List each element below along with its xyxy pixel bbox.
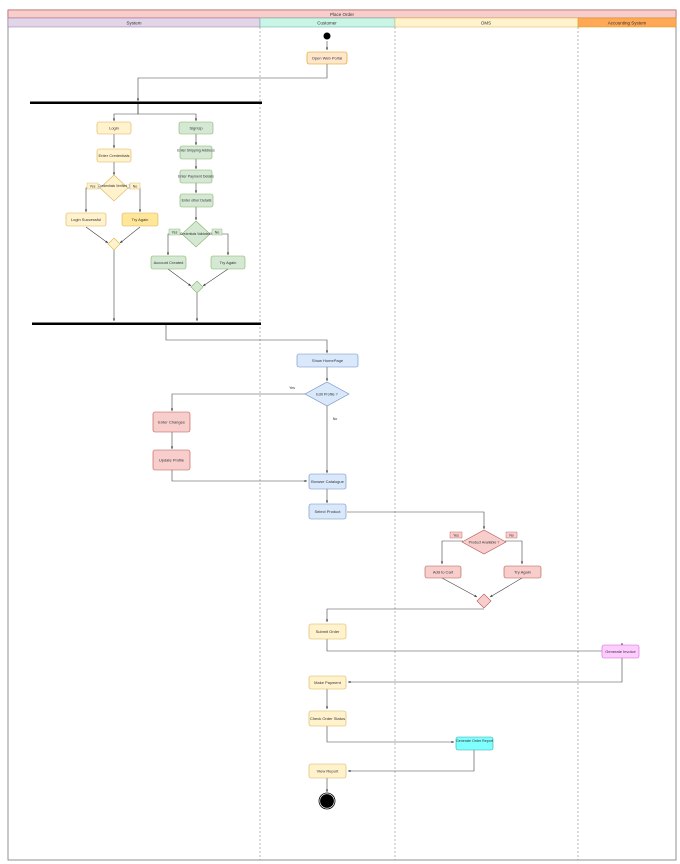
node-label: Enter Shipping Address <box>177 149 215 153</box>
node-add-to-cart[interactable]: Add to Cart <box>424 565 462 579</box>
label-no-product: No <box>505 531 518 539</box>
node-try-again-login[interactable]: Try Again <box>121 212 159 227</box>
svg-text:Yes: Yes <box>90 185 96 189</box>
node-label: Login <box>109 126 119 131</box>
node-browse-catalogue[interactable]: Browse Catalogue <box>308 473 347 490</box>
diagram-title: Place Order <box>330 12 355 17</box>
node-label: Enter other Details <box>182 199 212 203</box>
end-node <box>320 794 334 808</box>
svg-text:No: No <box>215 231 220 235</box>
node-show-homepage[interactable]: Show HomePage <box>296 353 359 368</box>
node-label: Credentials Validated? <box>180 232 212 236</box>
node-make-payment[interactable]: Make Payment <box>308 675 347 690</box>
node-label: Edit Profile ? <box>316 393 338 397</box>
node-label: Make Payment <box>314 680 342 685</box>
diagram-frame <box>7 9 677 861</box>
node-label: Product Available ? <box>469 541 500 545</box>
node-label: Generate Order Report <box>456 739 493 743</box>
node-enter-credentials[interactable]: Enter Credentials <box>96 148 132 163</box>
node-label: Enter Payment Details <box>178 175 214 179</box>
lane-label-accounting: Accounting System <box>608 21 647 26</box>
node-enter-shipping-address[interactable]: Enter Shipping Address <box>177 145 215 160</box>
node-login[interactable]: Login <box>96 121 132 135</box>
join-bar <box>32 322 261 325</box>
decision-credentials-verified[interactable]: Credentials Verified ? <box>98 174 130 202</box>
node-login-successful[interactable]: Login Successful <box>65 212 107 227</box>
end-node-ring <box>318 792 336 810</box>
node-label: Try Again <box>220 260 237 265</box>
node-enter-payment-details[interactable]: Enter Payment Details <box>178 169 214 184</box>
lane-label-system: System <box>126 21 141 26</box>
node-enter-changes[interactable]: Enter Changes <box>152 411 191 433</box>
node-label: Select Product <box>314 509 341 514</box>
svg-text:Yes: Yes <box>453 534 459 538</box>
lane-header-accounting <box>577 17 677 28</box>
merge-node-login <box>107 237 121 251</box>
node-try-again-product[interactable]: Try Again <box>503 565 542 579</box>
decision-credentials-validated[interactable]: Credentials Validated? <box>180 220 212 248</box>
node-label: Browse Catalogue <box>311 479 344 484</box>
start-node <box>323 32 331 40</box>
svg-text:Yes: Yes <box>172 231 178 235</box>
label-yes-verified: Yes <box>86 182 99 190</box>
node-open-web-portal[interactable]: Open Web Portal <box>306 51 348 65</box>
label-yes-product: Yes <box>449 531 463 539</box>
node-label: Login Successful <box>71 217 101 222</box>
node-label: Enter Changes <box>158 420 185 425</box>
label-no-edit-profile: No <box>333 417 338 421</box>
merge-node-product <box>476 593 492 609</box>
node-generate-invoice[interactable]: Generate Invoice <box>601 644 640 659</box>
merge-node-signup <box>190 280 204 294</box>
node-label: Open Web Portal <box>312 56 343 61</box>
node-signup[interactable]: SignUp <box>178 121 214 135</box>
lane-label-oms: OMS <box>481 21 491 26</box>
node-label: Submit Order <box>316 629 340 634</box>
label-yes-validated: Yes <box>168 228 181 236</box>
node-check-order-status[interactable]: Check Order Status <box>308 710 347 727</box>
svg-text:No: No <box>509 534 514 538</box>
svg-text:No: No <box>133 185 138 189</box>
node-label: Try Again <box>132 217 149 222</box>
node-submit-order[interactable]: Submit Order <box>308 623 347 640</box>
node-label: Try Again <box>514 570 531 575</box>
fork-bar <box>30 101 262 104</box>
decision-product-available[interactable]: Product Available ? <box>461 529 507 555</box>
node-try-again-signup[interactable]: Try Again <box>210 255 246 270</box>
node-label: Check Order Status <box>310 716 345 721</box>
node-generate-order-report[interactable]: Generate Order Report <box>455 736 494 751</box>
node-update-profile[interactable]: Update Profile <box>152 449 191 471</box>
decision-edit-profile[interactable]: Edit Profile ? <box>304 381 350 407</box>
node-label: SignUp <box>189 126 203 131</box>
node-label: Add to Cart <box>433 570 454 575</box>
label-no-verified: No <box>129 182 141 190</box>
node-view-report[interactable]: View Report <box>308 763 347 779</box>
node-label: Account Created <box>154 260 184 265</box>
label-yes-edit-profile: Yes <box>289 386 295 390</box>
lane-label-customer: Customer <box>317 21 337 26</box>
node-label: Credentials Verified ? <box>98 184 130 188</box>
node-account-created[interactable]: Account Created <box>150 255 187 270</box>
node-label: Enter Credentials <box>99 153 130 158</box>
label-no-validated: No <box>211 228 223 236</box>
node-select-product[interactable]: Select Product <box>308 503 347 520</box>
node-enter-other-details[interactable]: Enter other Details <box>179 193 214 208</box>
node-label: Show HomePage <box>312 358 344 363</box>
node-label: View Report <box>317 769 340 774</box>
node-label: Generate Invoice <box>605 649 636 654</box>
node-label: Update Profile <box>159 458 185 463</box>
